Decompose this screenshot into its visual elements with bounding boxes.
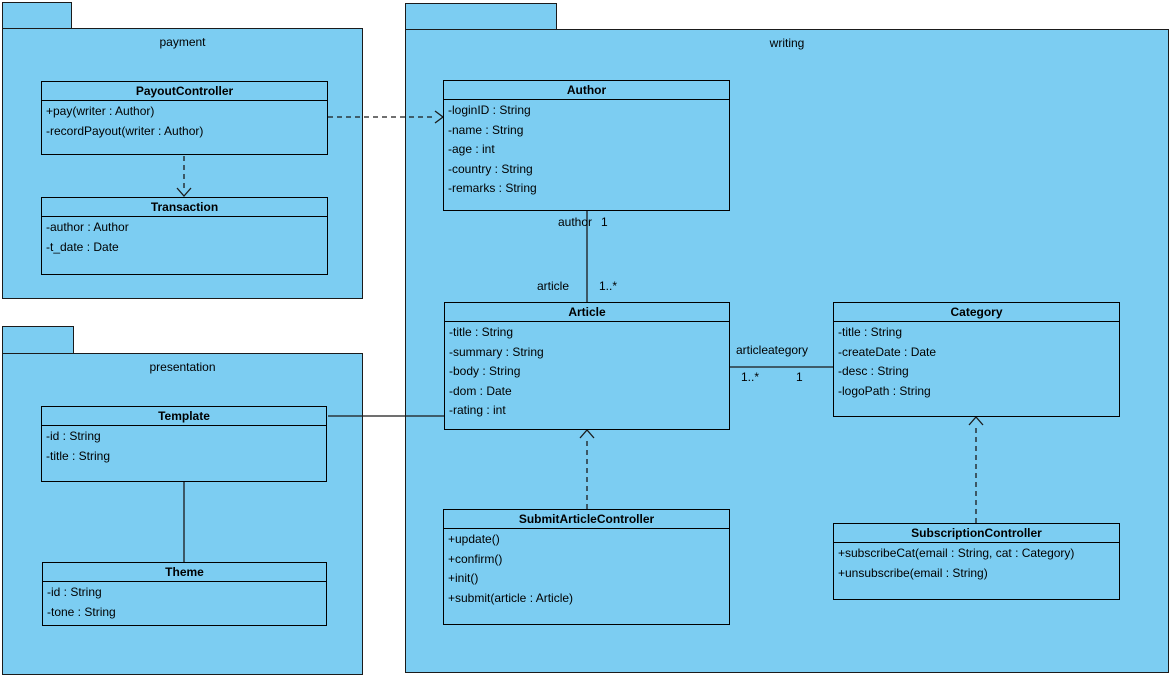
class-member: -desc : String — [838, 364, 909, 378]
package-payment-tab — [2, 2, 72, 29]
class-member: +pay(writer : Author) — [46, 104, 155, 118]
class-member: -name : String — [448, 122, 524, 137]
class-subscriptioncontroller-members: +subscribeCat(email : String, cat : Cate… — [834, 543, 1119, 583]
class-author-title: Author — [444, 81, 729, 100]
class-member: -id : String — [46, 429, 101, 443]
class-payoutcontroller: PayoutController +pay(writer : Author) -… — [41, 81, 328, 155]
class-member: -loginID : String — [448, 103, 531, 117]
class-transaction-title: Transaction — [42, 198, 327, 217]
class-member: -summary : String — [449, 344, 544, 359]
class-subscriptioncontroller-title: SubscriptionController — [834, 524, 1119, 543]
class-article-title: Article — [445, 303, 729, 322]
class-member: -recordPayout(writer : Author) — [46, 123, 204, 138]
class-member: +update() — [448, 532, 500, 546]
class-template: Template -id : String -title : String — [41, 406, 327, 482]
class-member: -country : String — [448, 161, 533, 176]
class-member: +confirm() — [448, 551, 503, 566]
association-name-label-articlecategory: articleategory — [736, 343, 809, 357]
class-member: -author : Author — [46, 220, 129, 234]
class-article: Article -title : String -summary : Strin… — [444, 302, 730, 430]
class-member: -age : int — [448, 142, 495, 156]
multiplicity-label-author: 1 — [601, 215, 608, 229]
class-category-title: Category — [834, 303, 1119, 322]
class-author: Author -loginID : String -name : String … — [443, 80, 730, 211]
class-member: -dom : Date — [449, 383, 512, 398]
class-payoutcontroller-members: +pay(writer : Author) -recordPayout(writ… — [42, 101, 327, 141]
multiplicity-label-category-side: 1 — [796, 370, 803, 384]
class-category: Category -title : String -createDate : D… — [833, 302, 1120, 417]
class-member: +init() — [448, 571, 479, 585]
class-member: +subscribeCat(email : String, cat : Cate… — [838, 546, 1075, 560]
class-member: -title : String — [46, 448, 111, 463]
class-member: -logoPath : String — [838, 383, 931, 398]
class-submitarticlecontroller: SubmitArticleController +update() +confi… — [443, 509, 730, 625]
role-label-article: article — [537, 279, 570, 293]
multiplicity-label-article: 1..* — [599, 279, 618, 293]
class-template-members: -id : String -title : String — [42, 426, 326, 466]
class-transaction: Transaction -author : Author -t_date : D… — [41, 197, 328, 275]
package-writing-label: writing — [769, 36, 805, 50]
class-subscriptioncontroller: SubscriptionController +subscribeCat(ema… — [833, 523, 1120, 600]
class-member: -rating : int — [449, 403, 506, 417]
class-template-title: Template — [42, 407, 326, 426]
class-submitarticlecontroller-members: +update() +confirm() +init() +submit(art… — [444, 529, 729, 608]
role-label-author: author — [558, 215, 593, 229]
class-member: +submit(article : Article) — [448, 590, 574, 605]
class-member: -id : String — [47, 585, 102, 599]
package-presentation-tab — [2, 326, 74, 354]
class-theme-members: -id : String -tone : String — [43, 582, 326, 622]
class-member: -remarks : String — [448, 181, 537, 195]
class-member: -title : String — [838, 325, 903, 339]
class-member: -body : String — [449, 364, 521, 378]
class-payoutcontroller-title: PayoutController — [42, 82, 327, 101]
class-transaction-members: -author : Author -t_date : Date — [42, 217, 327, 257]
package-presentation-body: presentation — [2, 353, 363, 675]
class-category-members: -title : String -createDate : Date -desc… — [834, 322, 1119, 401]
package-writing-tab — [405, 3, 557, 30]
package-presentation-label: presentation — [149, 360, 216, 374]
class-submitarticlecontroller-title: SubmitArticleController — [444, 510, 729, 529]
class-member: -tone : String — [47, 604, 116, 619]
class-theme-title: Theme — [43, 563, 326, 582]
class-theme: Theme -id : String -tone : String — [42, 562, 327, 626]
multiplicity-label-article-side: 1..* — [741, 370, 760, 384]
class-member: -createDate : Date — [838, 344, 937, 359]
class-author-members: -loginID : String -name : String -age : … — [444, 100, 729, 199]
class-member: -t_date : Date — [46, 239, 119, 254]
package-payment-label: payment — [159, 35, 206, 49]
class-article-members: -title : String -summary : String -body … — [445, 322, 729, 421]
class-member: +unsubscribe(email : String) — [838, 565, 988, 580]
class-member: -title : String — [449, 325, 514, 339]
